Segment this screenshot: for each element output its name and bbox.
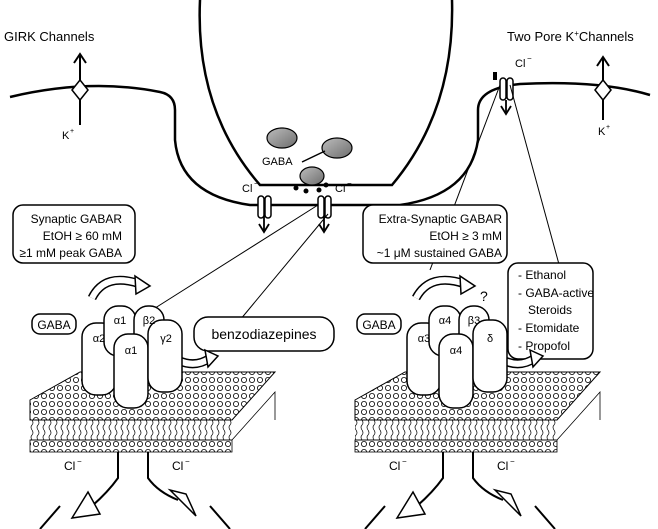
synaptic-cl-bottom-left-sup: −: [77, 457, 82, 466]
cl-sup-top: −: [527, 54, 532, 63]
drug-item-etomidate: - Etomidate: [518, 321, 580, 335]
benzodiazepines-label: benzodiazepines: [211, 326, 316, 342]
synaptic-subunit-3: β2: [143, 315, 155, 327]
drug-item-gaba-active: - GABA-active: [518, 286, 594, 300]
two-pore-k-channel: [595, 57, 611, 120]
synaptic-box-gaba: ≥1 mM peak GABA: [19, 246, 122, 260]
drug-item-ethanol: - Ethanol: [518, 268, 566, 282]
synaptic-box-title: Synaptic GABAR: [31, 212, 123, 226]
extrasynaptic-box-etoh: EtOH ≥ 3 mM: [429, 229, 502, 243]
extrasynaptic-subunit-1: α3: [418, 333, 430, 345]
extrasynaptic-question-mark: ?: [480, 288, 488, 304]
extrasynaptic-cl-bottom-left: Cl: [389, 459, 400, 473]
drug-item-steroids: Steroids: [528, 303, 572, 317]
synaptic-box-etoh: EtOH ≥ 60 mM: [43, 229, 122, 243]
girk-title: GIRK Channels: [4, 29, 95, 44]
synaptic-cl-bottom-right: Cl: [172, 459, 183, 473]
girk-channel: [72, 54, 88, 125]
extrasynaptic-subunit-2: α4: [439, 315, 451, 327]
cl-label-right: Cl: [335, 183, 345, 195]
extrasynaptic-cl-bottom-left-sup: −: [402, 457, 407, 466]
k-ion-sup-left: +: [70, 128, 74, 135]
synaptic-subunit-4: α1: [125, 345, 137, 357]
cl-sup-left: −: [254, 179, 259, 188]
synaptic-cl-bottom-right-sup: −: [185, 457, 190, 466]
synaptic-cl-bottom-left: Cl: [64, 459, 75, 473]
extrasynaptic-subunit-3: β3: [468, 315, 480, 327]
extrasynaptic-subunit-4: α4: [450, 345, 462, 357]
connector-lines: [152, 85, 560, 320]
cl-sup-right: −: [347, 179, 352, 188]
synaptic-subunit-1: α2: [93, 333, 105, 345]
k-ion-label-right: K: [598, 126, 606, 138]
cleft-cl-channel-left: [258, 196, 271, 232]
two-pore-title: Two Pore K+Channels: [507, 29, 634, 44]
k-ion-label-left: K: [62, 130, 70, 142]
cl-label-left: Cl: [242, 183, 252, 195]
k-ion-sup-right: +: [606, 124, 610, 131]
drug-item-propofol: - Propofol: [518, 339, 570, 353]
synaptic-subunit-5: γ2: [160, 333, 172, 345]
gaba-neurotransmitter-label: GABA: [262, 156, 293, 168]
extrasynaptic-box-title: Extra-Synaptic GABAR: [379, 212, 503, 226]
synaptic-subunit-2: α1: [114, 315, 126, 327]
top-cl-channel: [493, 72, 513, 114]
extrasynaptic-box-gaba: ~1 μM sustained GABA: [377, 246, 502, 260]
extrasynaptic-gaba-tag-label: GABA: [362, 318, 395, 332]
cl-label-top: Cl: [515, 58, 525, 70]
extrasynaptic-subunit-5: δ: [487, 333, 493, 345]
cleft-cl-channel-right: [318, 196, 331, 232]
extrasynaptic-cl-bottom-right: Cl: [497, 459, 508, 473]
synaptic-gaba-tag-label: GABA: [37, 318, 70, 332]
extrasynaptic-cl-bottom-right-sup: −: [510, 457, 515, 466]
